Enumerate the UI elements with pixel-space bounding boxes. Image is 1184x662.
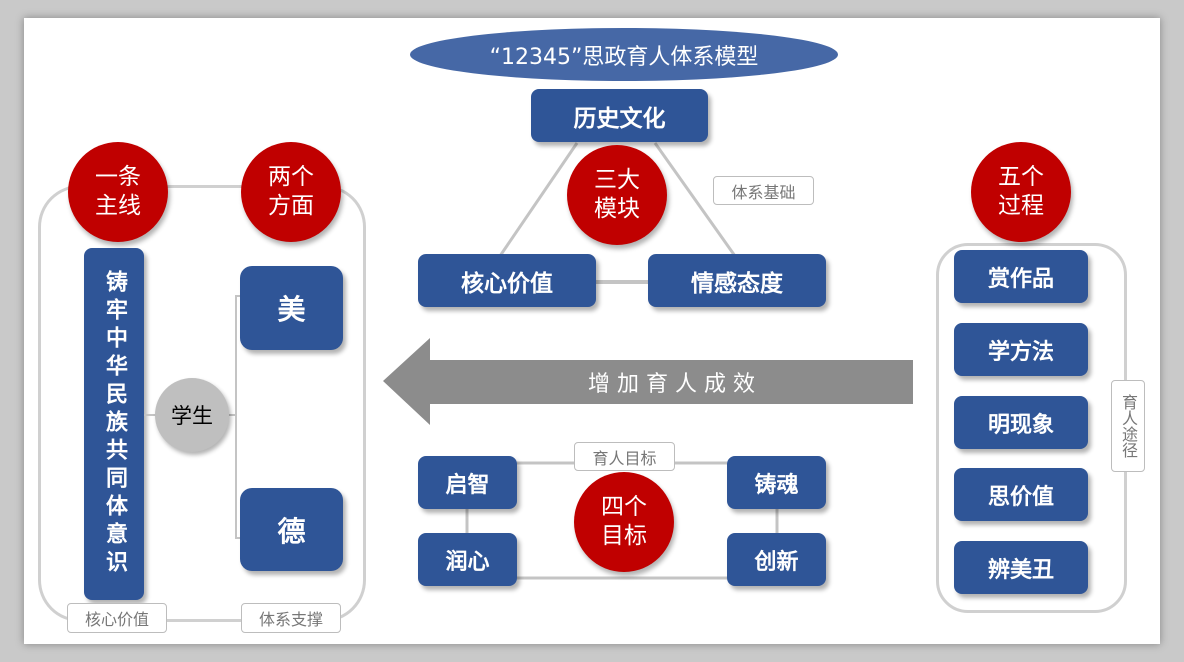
module-emotion-attitude: 情感态度 [648, 254, 826, 307]
mainline-bar: 铸牢中华民族共同体意识 [84, 248, 144, 600]
goal-qizhi: 启智 [418, 456, 517, 509]
goal-zhuhun: 铸魂 [727, 456, 826, 509]
three-modules-circle: 三大 模块 [567, 145, 667, 245]
process-item: 辨美丑 [954, 541, 1088, 594]
label-education-goals: 育人目标 [574, 442, 675, 471]
label-education-path: 育人途径 [1111, 380, 1145, 472]
goal-runxin: 润心 [418, 533, 517, 586]
connector [229, 414, 237, 416]
module-history-culture: 历史文化 [531, 89, 708, 142]
four-goals-circle: 四个 目标 [574, 472, 674, 572]
two-aspects-circle: 两个 方面 [241, 142, 341, 242]
title: “12345”思政育人体系模型 [489, 44, 759, 70]
process-item: 思价值 [954, 468, 1088, 521]
process-item: 明现象 [954, 396, 1088, 449]
label-system-basis: 体系基础 [713, 176, 814, 205]
one-mainline-circle: 一条 主线 [68, 142, 168, 242]
process-item: 赏作品 [954, 250, 1088, 303]
connector [235, 537, 241, 539]
label-system-support: 体系支撑 [241, 603, 341, 633]
bracket-line [235, 295, 237, 539]
module-core-values: 核心价值 [418, 254, 596, 307]
goal-chuangxin: 创新 [727, 533, 826, 586]
student-circle: 学生 [155, 378, 229, 452]
aspect-virtue: 德 [240, 488, 343, 571]
aspect-beauty: 美 [240, 266, 343, 350]
five-processes-circle: 五个 过程 [971, 142, 1071, 242]
title-ellipse: “12345”思政育人体系模型 [410, 28, 838, 81]
arrow-text: 增 加 育 人 成 效 [588, 372, 755, 397]
arrow-shape [383, 338, 913, 425]
label-core-values: 核心价值 [67, 603, 167, 633]
connector [235, 295, 241, 297]
connector [144, 414, 156, 416]
process-item: 学方法 [954, 323, 1088, 376]
